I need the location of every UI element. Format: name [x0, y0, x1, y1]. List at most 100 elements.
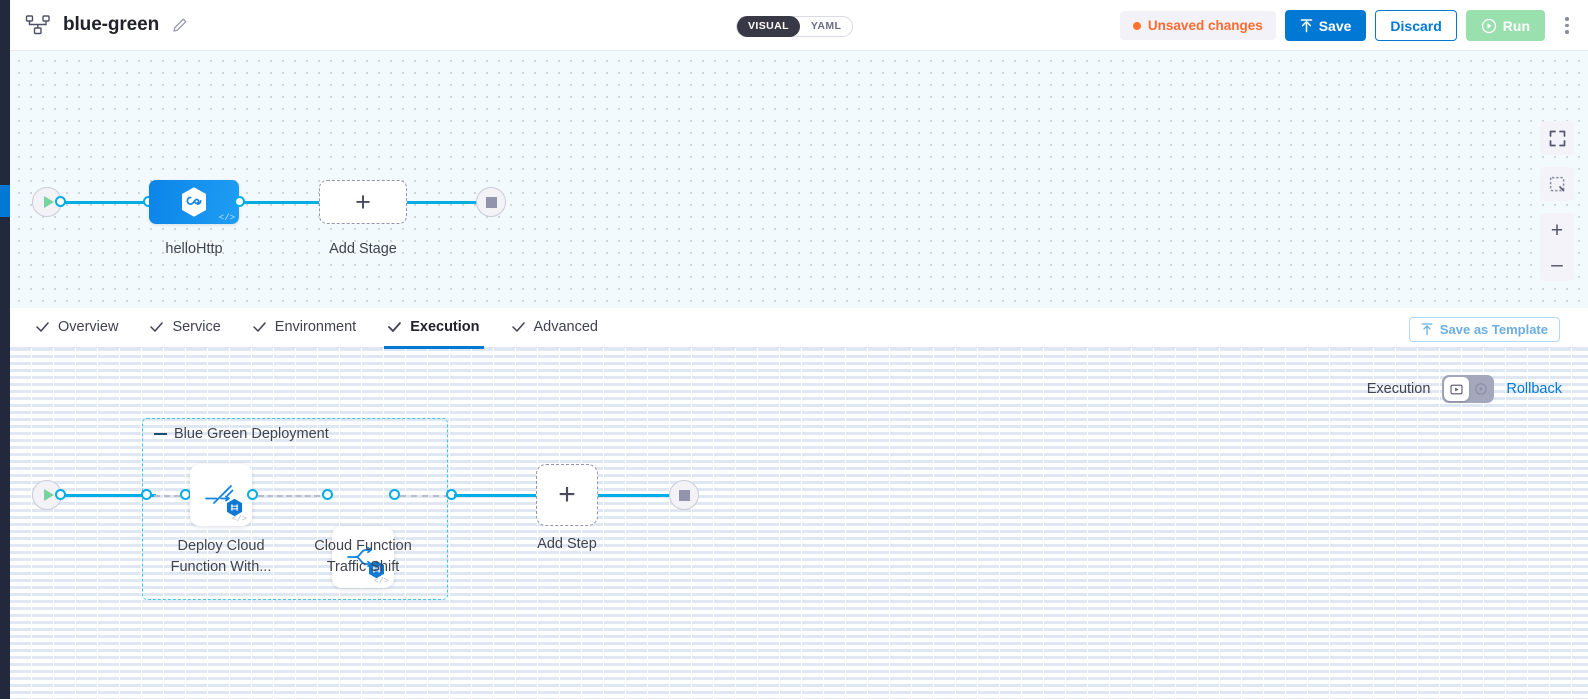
- tab-execution[interactable]: Execution: [384, 309, 484, 349]
- left-nav-active-indicator: [0, 185, 10, 217]
- check-icon: [150, 322, 164, 332]
- save-as-template-label: Save as Template: [1439, 322, 1548, 337]
- run-button[interactable]: Run: [1465, 10, 1545, 41]
- step1-label: Deploy Cloud Function With...: [156, 536, 286, 578]
- step2-code-mark: </>: [373, 576, 389, 586]
- rollback-play-circle-icon: [1475, 383, 1487, 395]
- toggle-rollback-option[interactable]: [1469, 377, 1492, 401]
- tab-overview[interactable]: Overview: [32, 309, 122, 349]
- expand-icon: [1549, 130, 1565, 146]
- start-icon: [43, 196, 54, 208]
- tab-environment[interactable]: Environment: [249, 309, 360, 349]
- zoom-in-button[interactable]: +: [1550, 218, 1564, 242]
- pipeline-tabs: Overview Service Environment Execution A…: [10, 308, 1588, 349]
- tab-environment-label: Environment: [274, 319, 357, 335]
- step-start-port[interactable]: [55, 489, 66, 500]
- page-title: blue-green: [63, 14, 160, 35]
- step1-port-out[interactable]: [247, 489, 258, 500]
- tab-advanced[interactable]: Advanced: [508, 309, 603, 349]
- stage-node-label: helloHttp: [165, 241, 223, 257]
- check-icon: [511, 322, 525, 332]
- toggle-execution-option[interactable]: [1444, 377, 1470, 401]
- execution-canvas[interactable]: Execution Rollback: [10, 348, 1588, 699]
- mode-toggle[interactable]: VISUAL YAML: [736, 16, 854, 37]
- discard-label: Discard: [1390, 17, 1442, 34]
- step-node-cloud-function-traffic-shift[interactable]: </>: [332, 526, 394, 588]
- save-button[interactable]: Save: [1284, 10, 1367, 41]
- stage-edge-mid: [232, 201, 327, 204]
- add-stage-plus-icon: +: [355, 186, 371, 217]
- run-label: Run: [1502, 17, 1530, 34]
- step1-label-line2: Function With...: [170, 559, 272, 575]
- harness-hexagon-badge: [226, 498, 243, 517]
- tab-service[interactable]: Service: [146, 309, 224, 349]
- stage-hello-port-out[interactable]: [234, 196, 245, 207]
- rollback-link[interactable]: Rollback: [1506, 381, 1562, 397]
- stage-code-mark: </>: [218, 213, 235, 223]
- stage-canvas[interactable]: </> helloHttp + Add Stage: [10, 51, 1588, 308]
- collapse-dash-icon[interactable]: [154, 432, 167, 436]
- zoom-controls: + –: [1540, 213, 1574, 281]
- step2-port-out[interactable]: [389, 489, 400, 500]
- pipeline-header: blue-green VISUAL YAML Unsaved changes S…: [10, 0, 1588, 51]
- fit-to-screen-button[interactable]: [1540, 167, 1574, 201]
- step2-label-line2: Traffic Shift: [326, 559, 400, 575]
- step-edge-start: [60, 494, 156, 497]
- group-port-in[interactable]: [141, 489, 152, 500]
- zoom-out-button[interactable]: –: [1551, 252, 1563, 276]
- pencil-icon[interactable]: [172, 17, 188, 33]
- canvas-controls: + –: [1540, 121, 1574, 281]
- step-edge-to-add: [454, 494, 538, 497]
- mode-toggle-visual[interactable]: VISUAL: [737, 16, 800, 37]
- execution-rollback-toggle[interactable]: [1442, 375, 1495, 403]
- save-as-template-button[interactable]: Save as Template: [1408, 317, 1560, 342]
- stage-stop-node[interactable]: [476, 187, 506, 217]
- kebab-menu-icon[interactable]: [1554, 10, 1580, 41]
- step2-label-line1: Cloud Function: [314, 538, 412, 554]
- save-label: Save: [1318, 17, 1352, 34]
- add-step-plus-icon: +: [558, 478, 576, 511]
- check-icon: [36, 322, 49, 332]
- harness-hexagon-badge: [368, 560, 385, 579]
- add-stage-label: Add Stage: [329, 241, 397, 257]
- step2-label: Cloud Function Traffic Shift: [298, 536, 428, 578]
- stage-node-hellohttp[interactable]: </>: [149, 180, 239, 224]
- play-circle-icon: [1481, 18, 1496, 33]
- start-icon: [43, 489, 54, 501]
- stage-start-port[interactable]: [55, 196, 66, 207]
- step-group-blue-green-deployment[interactable]: [142, 418, 448, 600]
- execution-rollback-switch-row: Execution Rollback: [1367, 375, 1562, 403]
- unsaved-changes-label: Unsaved changes: [1147, 18, 1263, 33]
- discard-button[interactable]: Discard: [1375, 10, 1457, 41]
- left-nav-rail: [0, 0, 10, 699]
- upload-icon: [1421, 323, 1433, 336]
- execution-label: Execution: [1366, 381, 1431, 397]
- tab-execution-label: Execution: [410, 319, 480, 335]
- fullscreen-button[interactable]: [1540, 121, 1574, 155]
- step-node-deploy-cloud-function[interactable]: </>: [190, 464, 252, 526]
- stop-icon: [678, 489, 690, 501]
- deploy-cloud-function-icon: [205, 485, 234, 504]
- add-step-label: Add Step: [537, 536, 597, 552]
- stop-icon: [485, 196, 497, 208]
- stage-edge-start: [60, 201, 155, 204]
- step-group-title: Blue Green Deployment: [174, 426, 329, 442]
- tab-advanced-label: Advanced: [533, 319, 599, 335]
- step2-port-in[interactable]: [322, 489, 333, 500]
- tab-service-label: Service: [172, 319, 221, 335]
- tab-overview-label: Overview: [58, 319, 119, 335]
- unsaved-changes-badge: Unsaved changes: [1119, 11, 1276, 40]
- mode-toggle-yaml[interactable]: YAML: [810, 20, 842, 32]
- unsaved-dot-icon: [1132, 21, 1141, 30]
- add-step-button[interactable]: +: [536, 464, 598, 526]
- step-group-header[interactable]: Blue Green Deployment: [154, 426, 329, 442]
- header-actions: Unsaved changes Save Discard Run: [1119, 0, 1580, 51]
- add-stage-button[interactable]: +: [319, 180, 407, 224]
- check-icon: [253, 322, 266, 332]
- execution-play-box-icon: [1450, 384, 1463, 394]
- pipeline-nodes-icon: [25, 15, 50, 35]
- upload-arrow-icon: [1300, 18, 1313, 32]
- group-edge-1: [154, 495, 180, 497]
- step-stop-node[interactable]: [669, 480, 699, 510]
